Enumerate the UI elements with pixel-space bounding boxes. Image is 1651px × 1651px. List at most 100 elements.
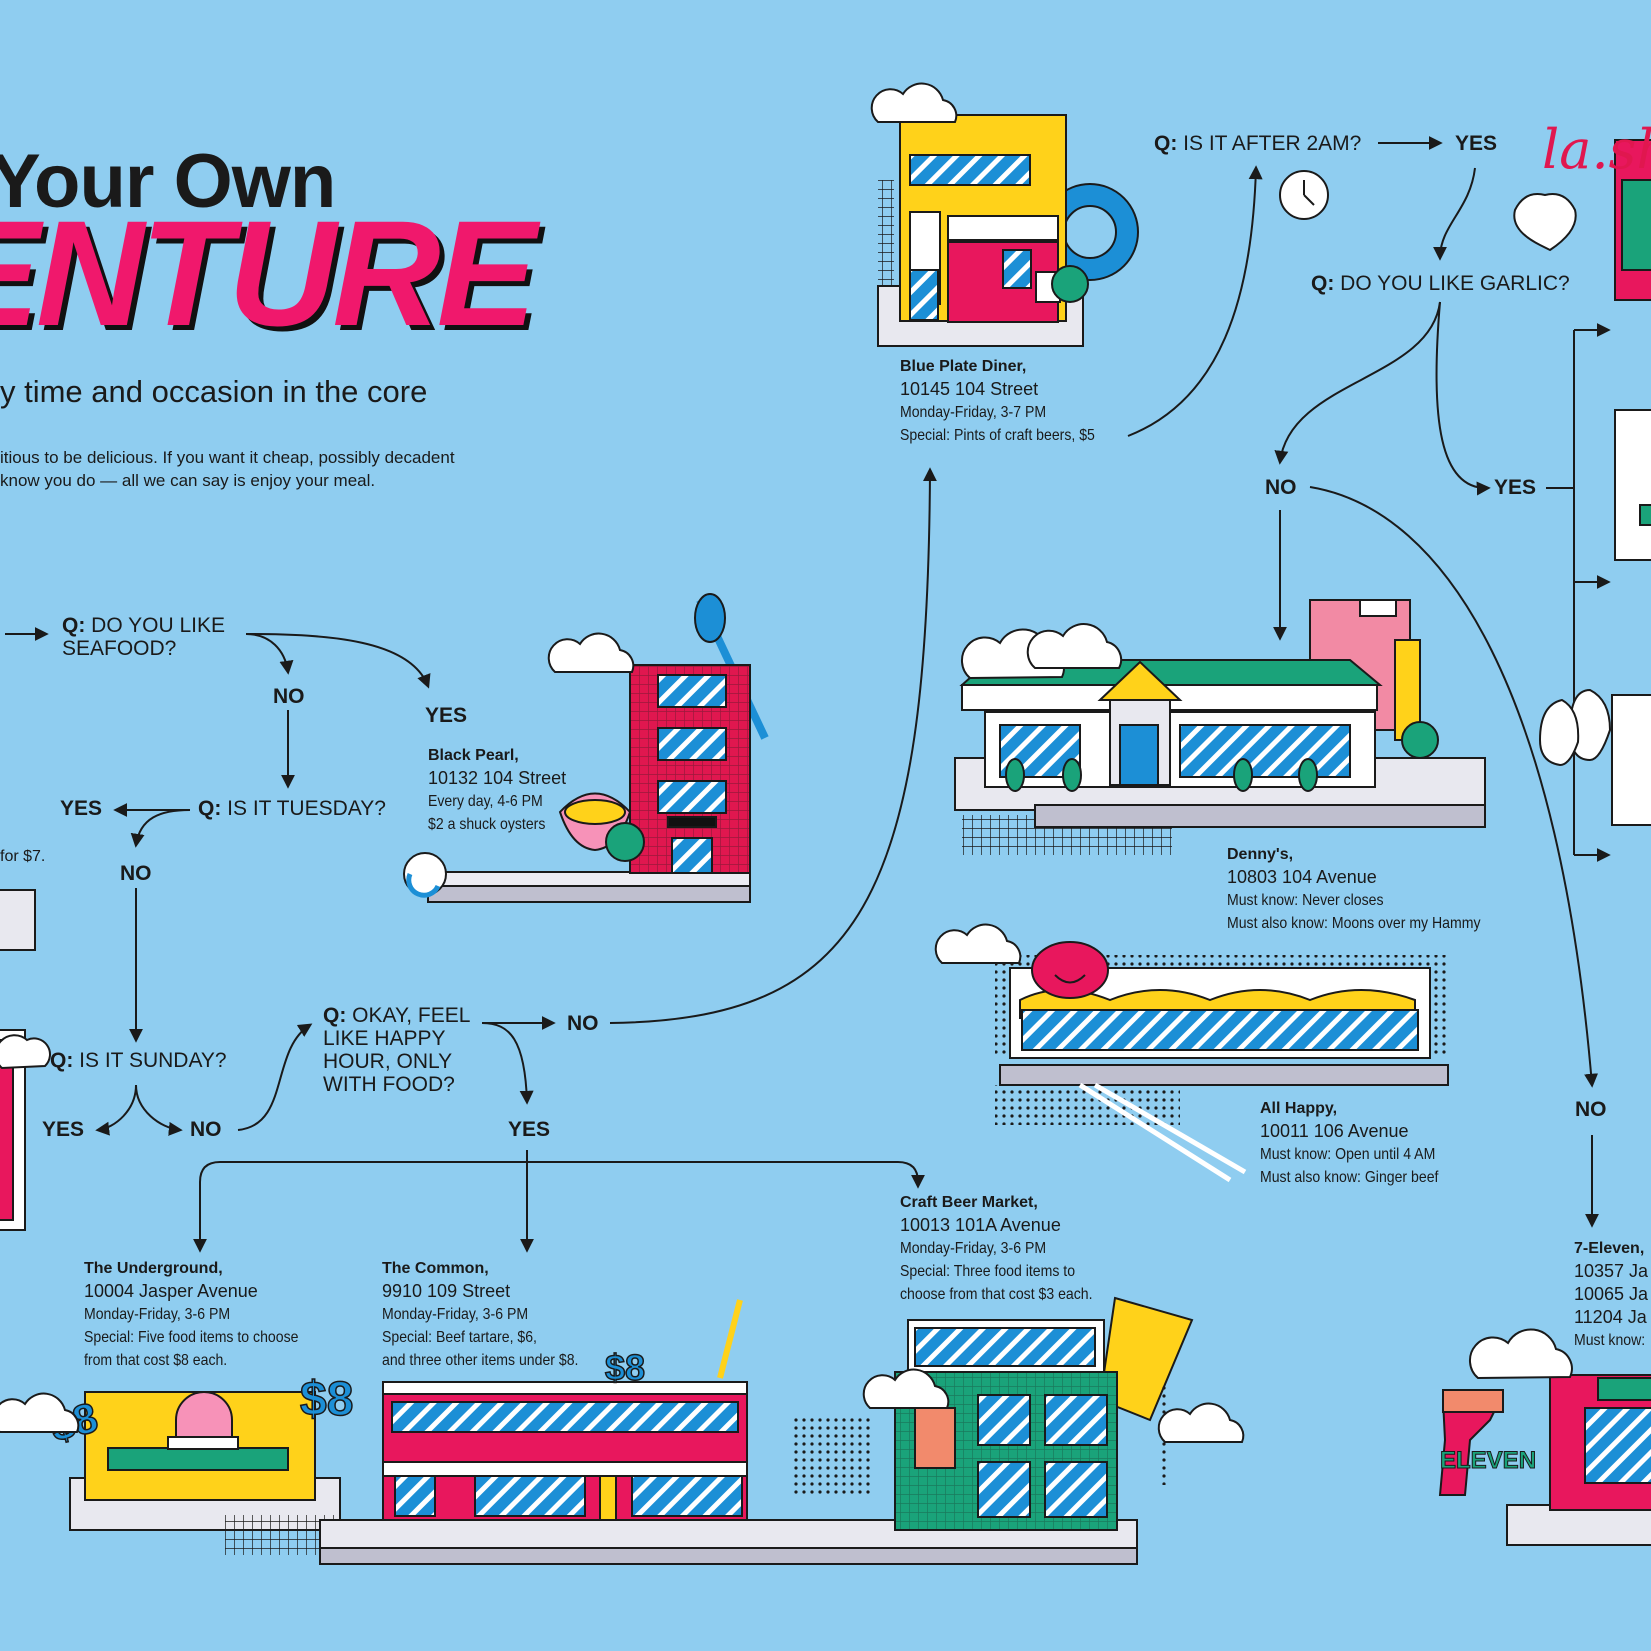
page-title-line1: Your Own xyxy=(0,139,336,224)
dollar-eight-icon: $8 xyxy=(605,1347,645,1388)
page-title-line2: ENTURE xyxy=(0,189,537,357)
place-black-pearl: Black Pearl, 10132 104 Street Every day,… xyxy=(428,744,566,836)
answer-tuesday-no: NO xyxy=(120,862,152,885)
question-garlic-text: DO YOU LIKE GARLIC? xyxy=(1340,272,1570,295)
dennys-building xyxy=(954,599,1486,855)
arrow-no-to-next xyxy=(1309,486,1599,1088)
underground-building: $8 $8 xyxy=(44,1372,354,1555)
arrow-yes-to-underground xyxy=(193,1161,527,1253)
intro-text: itious to be delicious. If you want it c… xyxy=(0,446,540,492)
all-happy-building xyxy=(995,941,1450,1183)
question-prefix: Q: xyxy=(50,1049,74,1072)
question-prefix: Q: xyxy=(323,1004,347,1027)
place-detail: choose from that cost $3 each. xyxy=(900,1286,1093,1303)
place-address: 10145 104 Street xyxy=(900,379,1039,399)
question-prefix: Q: xyxy=(1311,272,1335,295)
place-detail: Must know: xyxy=(1574,1332,1646,1349)
arrow-sunday-no xyxy=(135,1084,183,1136)
arrow-seafood-yes xyxy=(245,633,431,689)
place-address: 10132 104 Street xyxy=(428,768,567,788)
place-detail: Special: Five food items to choose xyxy=(84,1329,299,1346)
place-detail: Must know: Never closes xyxy=(1227,892,1384,909)
place-detail: Special: Beef tartare, $6, xyxy=(382,1329,537,1346)
question-seafood-line2: SEAFOOD? xyxy=(62,637,177,660)
place-detail: Every day, 4-6 PM xyxy=(428,793,543,810)
common-building: $8 xyxy=(319,1299,1138,1565)
answer-sunday-yes: YES xyxy=(42,1118,85,1141)
place-underground: The Underground, 10004 Jasper Avenue Mon… xyxy=(84,1257,328,1372)
place-detail: Must also know: Ginger beef xyxy=(1260,1169,1439,1186)
place-detail: Monday-Friday, 3-6 PM xyxy=(900,1240,1047,1257)
answer-sunday-no: NO xyxy=(190,1118,222,1141)
la-shish-building xyxy=(1279,139,1651,826)
place-seven-eleven: 7-Eleven, 10357 Ja 10065 Ja 11204 Ja Mus… xyxy=(1574,1237,1651,1352)
place-name: Denny's, xyxy=(1227,846,1294,863)
answer-happy-yes: YES xyxy=(508,1118,551,1141)
question-after-2am-text: IS IT AFTER 2AM? xyxy=(1183,132,1362,155)
black-pearl-building xyxy=(403,593,769,903)
place-address: 9910 109 Street xyxy=(382,1281,511,1301)
answer-tuesday-yes: YES xyxy=(60,797,103,820)
answer-happy-no: NO xyxy=(567,1012,599,1035)
arrow-to-after-2am xyxy=(1127,165,1263,437)
intro-line2: know you do — all we can say is enjoy yo… xyxy=(0,471,376,490)
place-common: The Common, 9910 109 Street Monday-Frida… xyxy=(382,1257,605,1372)
place-detail: Must also know: Moons over my Hammy xyxy=(1227,915,1481,932)
question-happy-line3: HOUR, ONLY xyxy=(323,1050,453,1073)
place-address: 10013 101A Avenue xyxy=(900,1215,1061,1235)
question-happy-line4: WITH FOOD? xyxy=(323,1073,455,1096)
craft-beer-building xyxy=(790,1296,1194,1531)
question-tuesday: Q: IS IT TUESDAY? xyxy=(198,797,386,820)
arrow-sunday-yes xyxy=(95,1084,137,1136)
answer-seafood-yes: YES xyxy=(425,704,468,727)
place-address: 10004 Jasper Avenue xyxy=(84,1281,258,1301)
arrow-yes-to-garlic xyxy=(1433,167,1476,261)
place-detail: and three other items under $8. xyxy=(382,1352,579,1369)
answer-dennys-no: NO xyxy=(1575,1098,1607,1121)
question-sunday: Q: IS IT SUNDAY? xyxy=(50,1049,227,1072)
place-all-happy: All Happy, 10011 106 Avenue Must know: O… xyxy=(1260,1097,1463,1189)
place-detail: from that cost $8 each. xyxy=(84,1352,228,1369)
answer-garlic-no: NO xyxy=(1265,476,1297,499)
arrow-garlic-yes xyxy=(1435,301,1491,496)
page-subtitle: y time and occasion in the core xyxy=(0,374,428,409)
place-name: The Common, xyxy=(382,1260,489,1277)
la-shish-logo: la.sh xyxy=(1542,118,1651,181)
place-detail: Monday-Friday, 3-6 PM xyxy=(84,1306,231,1323)
question-after-2am: Q: IS IT AFTER 2AM? xyxy=(1154,132,1361,155)
cloud-icons xyxy=(0,82,1573,1443)
arrow-yes-to-craft-beer xyxy=(527,1161,925,1189)
place-craft-beer: Craft Beer Market, 10013 101A Avenue Mon… xyxy=(900,1191,1119,1306)
answer-seafood-no: NO xyxy=(273,685,305,708)
question-seafood: Q: DO YOU LIKE SEAFOOD? xyxy=(62,614,225,660)
seven-eleven-building: ELEVEN xyxy=(1438,1374,1651,1546)
place-blue-plate: Blue Plate Diner, 10145 104 Street Monda… xyxy=(900,355,1121,447)
question-prefix: Q: xyxy=(1154,132,1178,155)
dollar-eight-icon: $8 xyxy=(300,1373,353,1426)
place-detail: Must know: Open until 4 AM xyxy=(1260,1146,1436,1163)
arrow-no-to-blue-plate xyxy=(609,467,937,1024)
question-prefix: Q: xyxy=(198,797,222,820)
place-detail: Monday-Friday, 3-6 PM xyxy=(382,1306,529,1323)
place-address: 10065 Ja xyxy=(1574,1284,1649,1304)
arrow-happy-yes xyxy=(481,1022,534,1105)
place-detail: $2 a shuck oysters xyxy=(428,816,546,833)
arrow-garlic-no xyxy=(1274,301,1441,465)
intro-line1: itious to be delicious. If you want it c… xyxy=(0,448,455,467)
question-happy-line2: LIKE HAPPY xyxy=(323,1027,446,1050)
place-name: Blue Plate Diner, xyxy=(900,358,1027,375)
place-name: Black Pearl, xyxy=(428,747,519,764)
arrow-sunday-no-to-happy xyxy=(237,1023,313,1131)
place-name: All Happy, xyxy=(1260,1100,1338,1117)
partial-building-left xyxy=(0,889,36,1231)
place-dennys: Denny's, 10803 104 Avenue Must know: Nev… xyxy=(1227,843,1515,935)
answer-garlic-yes: YES xyxy=(1494,476,1537,499)
place-name: 7-Eleven, xyxy=(1574,1240,1645,1257)
arrow-seafood-no xyxy=(245,633,294,675)
question-happy-line1: OKAY, FEEL xyxy=(352,1004,471,1027)
place-name: Craft Beer Market, xyxy=(900,1194,1038,1211)
place-address: 10357 Ja xyxy=(1574,1261,1649,1281)
place-address: 11204 Ja xyxy=(1574,1307,1647,1327)
place-name: The Underground, xyxy=(84,1260,223,1277)
